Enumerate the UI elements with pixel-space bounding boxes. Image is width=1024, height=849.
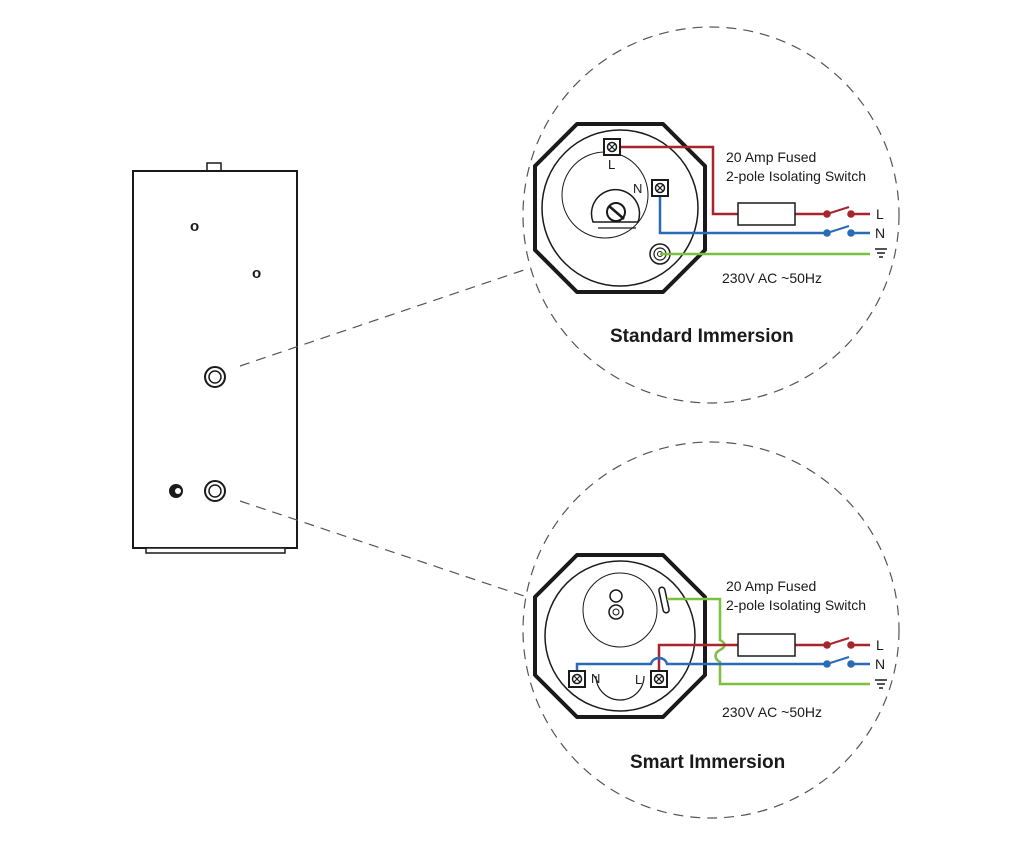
smart-isolator-neutral (823, 656, 870, 668)
smart-head-inner (544, 560, 696, 712)
tank-marker-2: o (252, 265, 261, 282)
smart-terminal-label-l: L (635, 672, 642, 687)
standard-fuse (737, 202, 796, 226)
standard-neutral-wire (658, 188, 826, 235)
standard-immersion-title: Standard Immersion (610, 326, 794, 347)
thermostat-pocket (169, 484, 183, 498)
smart-switch-label-2: 2-pole Isolating Switch (726, 597, 866, 613)
cylinder-top-cap (206, 162, 222, 172)
standard-head-inner (541, 129, 699, 287)
smart-live-wire (657, 643, 738, 679)
standard-terminal-label-n: N (633, 181, 642, 196)
standard-earth-symbol (875, 248, 887, 258)
smart-earth-clip (658, 586, 670, 614)
smart-terminal-label-n: N (591, 671, 600, 686)
callout-lines (239, 26, 900, 819)
smart-element-loop (595, 675, 645, 701)
smart-head-disc (582, 572, 658, 648)
smart-terminal-live (650, 670, 668, 688)
standard-switch-label-1: 20 Amp Fused (726, 149, 816, 165)
smart-supply-label-l: L (876, 637, 884, 653)
upper-immersion-boss (204, 366, 226, 388)
standard-live-wire (612, 145, 738, 216)
standard-thermostat-icon (590, 188, 641, 229)
smart-supply-label-n: N (875, 656, 885, 672)
standard-terminal-neutral (651, 179, 669, 197)
standard-terminal-live (603, 138, 621, 156)
smart-head-outer (533, 553, 707, 719)
standard-terminal-label-l: L (608, 157, 615, 172)
smart-immersion: N L L N 20 Amp Fused 2-pole (533, 553, 887, 773)
smart-isolator-live (823, 637, 870, 649)
smart-switch-label-1: 20 Amp Fused (726, 578, 816, 594)
smart-terminal-neutral (568, 670, 586, 688)
callout-circle-smart (522, 441, 900, 819)
cylinder-base (145, 547, 286, 554)
callout-circle-standard (522, 26, 900, 404)
smart-immersion-title: Smart Immersion (630, 752, 785, 773)
smart-fuse (737, 633, 796, 657)
standard-isolator-live (823, 206, 870, 218)
smart-neutral-wire (575, 656, 826, 679)
tank-marker-1: o (190, 218, 199, 235)
standard-supply-label-l: L (876, 206, 884, 222)
standard-immersion: L N L N 20 Amp Fused (533, 122, 887, 347)
smart-earth-wire (667, 597, 870, 686)
hot-water-cylinder: o o (132, 162, 298, 554)
standard-supply-voltage: 230V AC ~50Hz (722, 270, 822, 286)
smart-supply-voltage: 230V AC ~50Hz (722, 704, 822, 720)
lower-immersion-boss (204, 480, 226, 502)
standard-isolator-neutral (823, 225, 870, 237)
smart-thermostat-dial (608, 589, 624, 620)
standard-supply-label-n: N (875, 225, 885, 241)
standard-switch-label-2: 2-pole Isolating Switch (726, 168, 866, 184)
smart-earth-symbol (875, 679, 887, 689)
